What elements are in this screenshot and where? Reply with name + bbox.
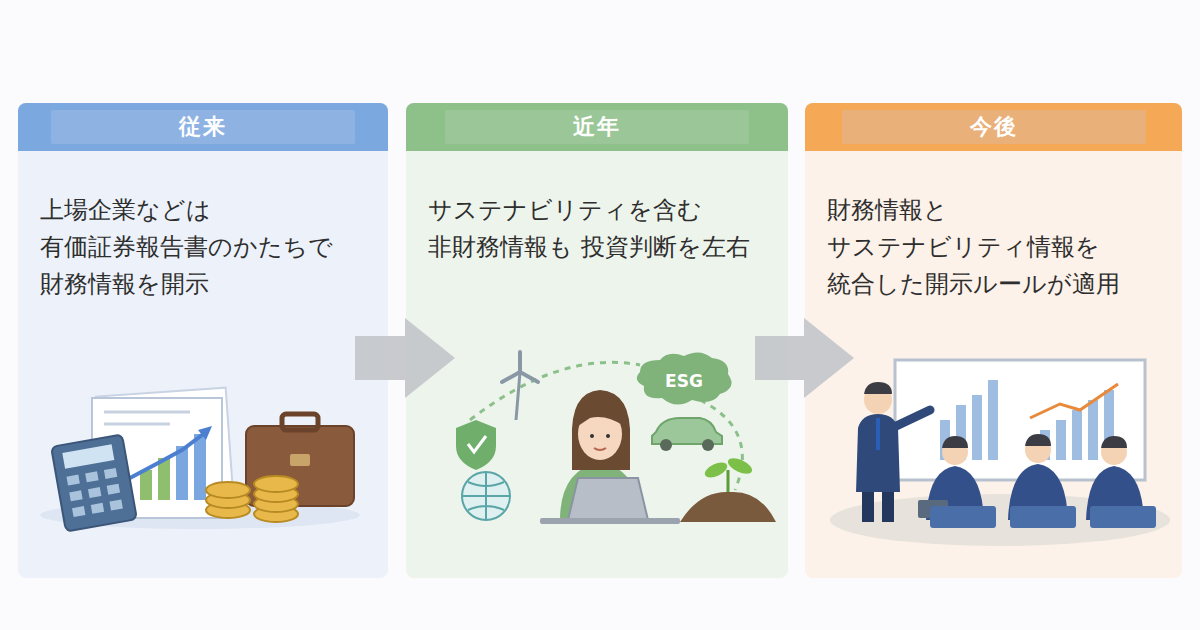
esg-label: ESG [665, 371, 703, 391]
panel-heading: 今後 [842, 110, 1146, 144]
panel-text: サステナビリティを含む 非財務情報も 投資判断を左右 [428, 192, 766, 266]
stage-panel: 近年サステナビリティを含む 非財務情報も 投資判断を左右 [406, 103, 788, 578]
panel-heading: 従来 [51, 110, 355, 144]
stage-panel: 今後財務情報と サステナビリティ情報を 統合した開示ルールが適用 [805, 103, 1182, 578]
stage-panel: 従来上場企業などは 有価証券報告書のかたちで 財務情報を開示 [18, 103, 388, 578]
panel-text: 財務情報と サステナビリティ情報を 統合した開示ルールが適用 [827, 192, 1160, 303]
panel-heading: 近年 [445, 110, 749, 144]
panel-text: 上場企業などは 有価証券報告書のかたちで 財務情報を開示 [40, 192, 366, 303]
